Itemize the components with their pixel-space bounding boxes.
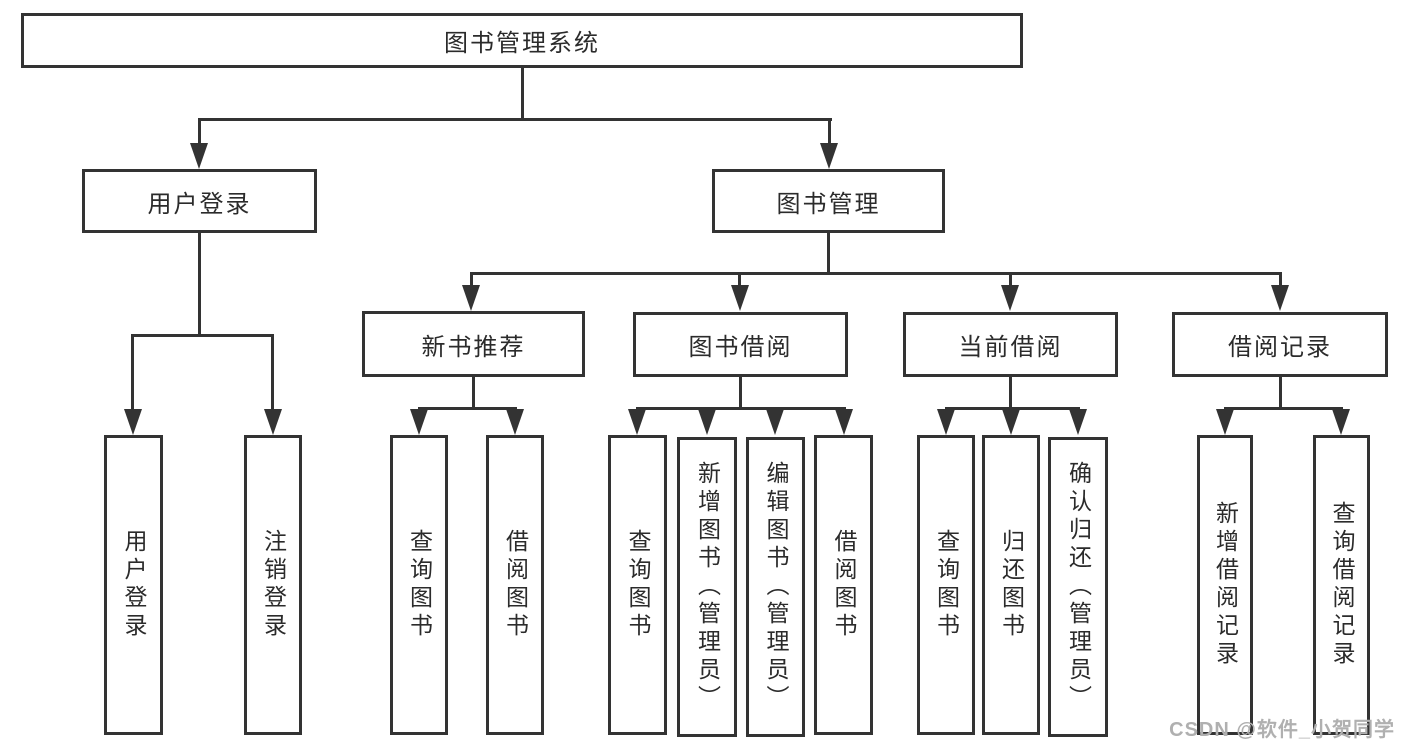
- node-user-login: 用户登录: [82, 169, 317, 233]
- arrowhead-nb-query: [410, 409, 428, 435]
- arrowhead-br-query: [1332, 409, 1350, 435]
- node-label: 图书借阅: [688, 334, 793, 361]
- leaf-bb-add-books-admin: 新增图书（管理员）: [677, 437, 737, 737]
- arrowhead-current-borrow: [1001, 285, 1019, 311]
- connector-nb-spread: [418, 407, 517, 410]
- leaf-label: 查询图书: [406, 529, 433, 641]
- node-library-management-system: 图书管理系统: [21, 13, 1023, 68]
- connector-book-mgmt-drop: [827, 233, 830, 275]
- node-label: 借阅记录: [1228, 334, 1332, 361]
- leaf-user-login: 用户登录: [104, 435, 163, 735]
- leaf-bb-borrow-books: 借阅图书: [814, 435, 873, 735]
- leaf-label: 注销登录: [260, 529, 287, 641]
- arrowhead-leaf-logout: [264, 409, 282, 435]
- arrowhead-cb-confirm: [1069, 409, 1087, 435]
- arrowhead-bb-edit: [766, 409, 784, 435]
- arrowhead-bb-borrow: [835, 409, 853, 435]
- leaf-label: 查询图书: [933, 529, 960, 641]
- arrowhead-book-mgmt: [820, 143, 838, 169]
- arrowhead-nb-borrow: [506, 409, 524, 435]
- arrowhead-user-login: [190, 143, 208, 169]
- node-label: 新书推荐: [421, 333, 526, 361]
- node-borrowing-records: 借阅记录: [1172, 312, 1388, 377]
- arrowhead-leaf-login: [124, 409, 142, 435]
- node-book-management: 图书管理: [712, 169, 945, 233]
- arrowhead-cb-query: [937, 409, 955, 435]
- node-label: 图书管理系统: [444, 30, 600, 57]
- leaf-label: 用户登录: [121, 529, 147, 641]
- csdn-watermark: CSDN @软件_小贺同学: [1169, 719, 1395, 741]
- leaf-logout: 注销登录: [244, 435, 302, 735]
- leaf-label: 查询图书: [625, 529, 651, 641]
- node-label: 用户登录: [147, 190, 252, 218]
- arrowhead-cb-return: [1002, 409, 1020, 435]
- connector-leaf-login-stub: [131, 334, 134, 412]
- connector-cb-spread: [945, 407, 1080, 410]
- leaf-bb-edit-books-admin: 编辑图书（管理员）: [746, 437, 805, 737]
- leaf-bb-query-books: 查询图书: [608, 435, 667, 735]
- connector-current-borrow-stub: [1009, 272, 1012, 288]
- arrowhead-book-borrow: [731, 285, 749, 311]
- arrowhead-borrow-records: [1271, 285, 1289, 311]
- connector-user-login-stub: [198, 118, 201, 146]
- connector-leaf-logout-stub: [271, 334, 274, 412]
- leaf-label: 确认归还（管理员）: [1065, 461, 1092, 713]
- connector-user-login-drop: [198, 233, 201, 337]
- connector-bb-spread: [636, 407, 846, 410]
- leaf-cb-query-books: 查询图书: [917, 435, 975, 735]
- connector-root-drop: [521, 68, 524, 120]
- connector-user-login-spread: [131, 334, 274, 337]
- node-label: 图书管理: [776, 190, 881, 218]
- connector-br-drop: [1279, 377, 1282, 410]
- leaf-label: 编辑图书（管理员）: [763, 461, 789, 713]
- leaf-label: 新增图书（管理员）: [694, 461, 721, 713]
- connector-new-books-stub: [470, 272, 473, 288]
- leaf-label: 查询借阅记录: [1329, 501, 1355, 669]
- leaf-cb-confirm-return-admin: 确认归还（管理员）: [1048, 437, 1108, 737]
- node-new-book-recommend: 新书推荐: [362, 311, 585, 377]
- arrowhead-br-add: [1216, 409, 1234, 435]
- node-book-borrowing: 图书借阅: [633, 312, 848, 377]
- node-current-borrowing: 当前借阅: [903, 312, 1118, 377]
- arrowhead-new-books: [462, 285, 480, 311]
- connector-level1-spread: [198, 118, 832, 121]
- leaf-cb-return-books: 归还图书: [982, 435, 1040, 735]
- connector-cb-drop: [1009, 377, 1012, 410]
- connector-nb-drop: [472, 377, 475, 410]
- connector-book-mgmt-stub: [828, 118, 831, 146]
- arrowhead-bb-query: [628, 409, 646, 435]
- node-label: 当前借阅: [958, 334, 1063, 361]
- leaf-label: 新增借阅记录: [1212, 501, 1239, 669]
- connector-bb-drop: [739, 377, 742, 410]
- connector-br-spread: [1224, 407, 1343, 410]
- connector-book-borrow-stub: [738, 272, 741, 288]
- leaf-br-add-record: 新增借阅记录: [1197, 435, 1253, 735]
- leaf-label: 借阅图书: [831, 529, 857, 641]
- leaf-label: 借阅图书: [502, 529, 529, 641]
- leaf-nb-borrow-books: 借阅图书: [486, 435, 544, 735]
- connector-level2-spread: [470, 272, 1282, 275]
- arrowhead-bb-add: [698, 409, 716, 435]
- leaf-label: 归还图书: [998, 529, 1025, 641]
- leaf-br-query-record: 查询借阅记录: [1313, 435, 1370, 735]
- connector-borrow-records-stub: [1279, 272, 1282, 288]
- leaf-nb-query-books: 查询图书: [390, 435, 448, 735]
